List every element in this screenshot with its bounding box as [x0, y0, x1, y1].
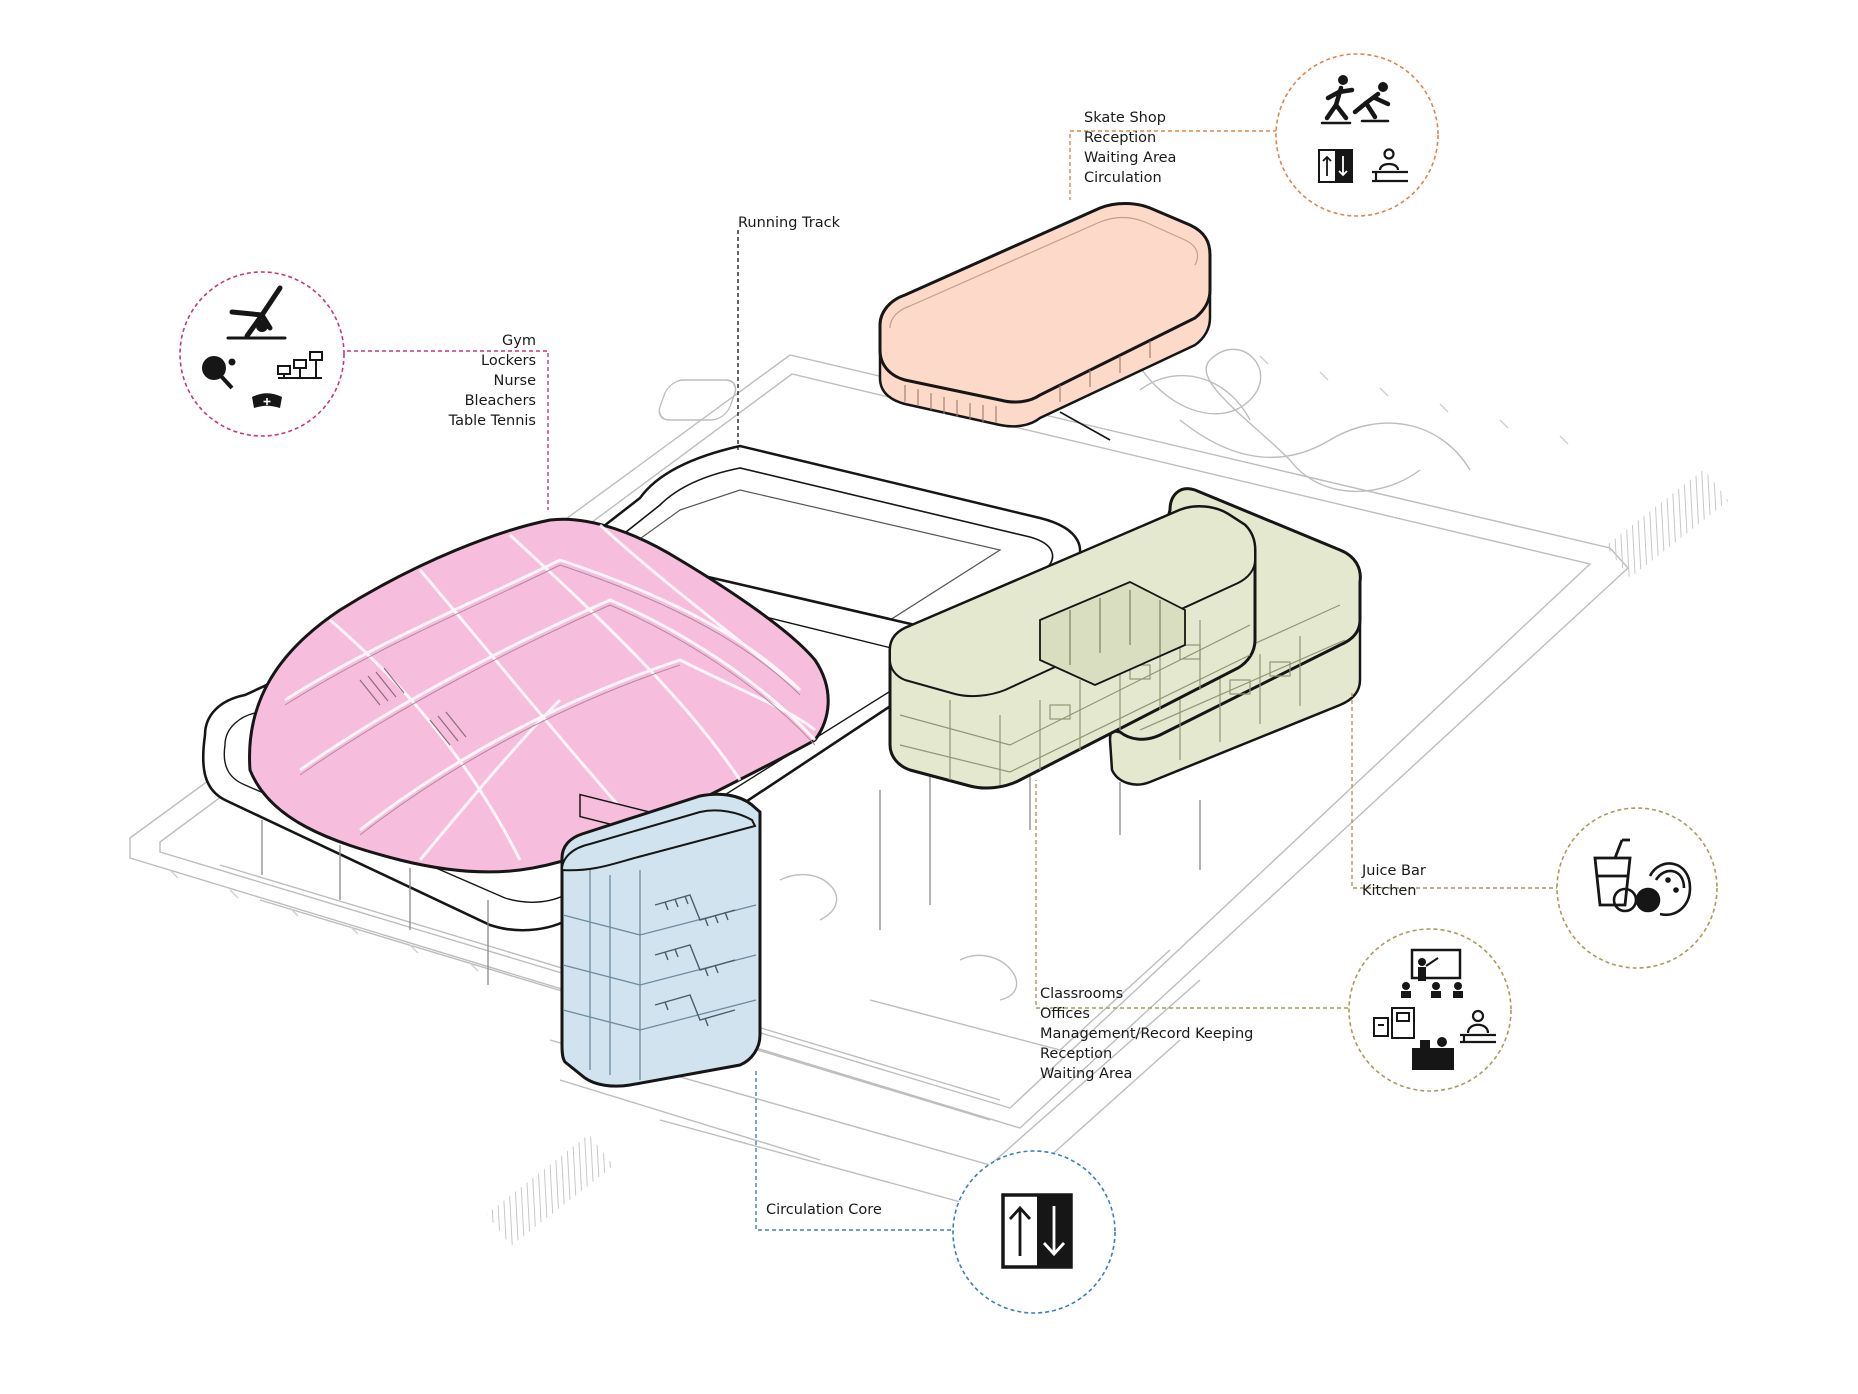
- classroom-atrium: [1039, 581, 1186, 686]
- circulation-core-label: Circulation Core: [766, 1200, 882, 1220]
- skate-icon-circle: [1275, 53, 1439, 217]
- gym-icon-circle: [179, 271, 345, 437]
- skate-shop-building: [878, 202, 1212, 441]
- gym-building: [248, 517, 830, 874]
- pool: [658, 379, 737, 421]
- gym-ribs: [284, 523, 817, 861]
- label-skate-shop: Skate Shop: [1084, 110, 1166, 126]
- label-class-waiting-area: Waiting Area: [1040, 1066, 1133, 1082]
- label-lockers: Lockers: [481, 353, 536, 369]
- classroom-labels: Classrooms Offices Management/Record Kee…: [1040, 984, 1253, 1084]
- skate-shop-labels: Skate Shop Reception Waiting Area Circul…: [1084, 108, 1176, 188]
- juice-icon-circle: [1556, 807, 1718, 969]
- running-track-label: Running Track: [738, 213, 840, 233]
- teacher-board-icon: [1401, 948, 1463, 998]
- garden-path: [1129, 348, 1421, 493]
- leader-lines: [340, 130, 1560, 1231]
- office-icon: [1373, 1007, 1415, 1039]
- label-management: Management/Record Keeping: [1040, 1026, 1254, 1042]
- classroom-building-front: [888, 505, 1257, 790]
- label-circulation-core: Circulation Core: [766, 1202, 882, 1218]
- gym-dome: [248, 517, 830, 874]
- label-classrooms: Classrooms: [1040, 986, 1124, 1002]
- gym-labels: Gym Lockers Nurse Bleachers Table Tennis: [449, 331, 536, 431]
- crosswalk-right: [1605, 469, 1729, 578]
- core-stairs: [654, 894, 736, 1027]
- label-offices: Offices: [1040, 1006, 1090, 1022]
- label-table-tennis: Table Tennis: [448, 413, 536, 429]
- label-class-reception: Reception: [1040, 1046, 1113, 1062]
- bleachers-icon: [277, 351, 323, 379]
- ping-pong-icon: [202, 356, 236, 390]
- gym-bleachers: [359, 667, 467, 746]
- core-roof: [560, 809, 757, 872]
- site-ticks: [169, 355, 1569, 972]
- fruit-icon: [1612, 887, 1661, 913]
- label-bleachers: Bleachers: [464, 393, 536, 409]
- core-body: [560, 792, 762, 1088]
- label-juice-bar: Juice Bar: [1362, 863, 1426, 879]
- label-running-track: Running Track: [738, 215, 840, 231]
- watermelon-icon: [1648, 862, 1692, 917]
- desk-worker-icon: [1412, 1037, 1454, 1070]
- label-kitchen: Kitchen: [1362, 883, 1417, 899]
- label-gym: Gym: [502, 333, 536, 349]
- core-icon-circle: [952, 1150, 1116, 1314]
- reception-desk-icon: [1372, 148, 1408, 183]
- juice-cup-icon: [1593, 838, 1632, 907]
- elevator-arrows-icon: [1001, 1193, 1073, 1269]
- label-skate-waiting-area: Waiting Area: [1084, 150, 1177, 166]
- core-leader: [755, 1070, 958, 1231]
- gym-rib-outlines: [284, 564, 816, 836]
- label-skate-reception: Reception: [1084, 130, 1157, 146]
- nurse-cap-icon: [252, 393, 282, 408]
- classroom-icon-circle: [1348, 928, 1512, 1092]
- elevator-icon: [1318, 149, 1353, 183]
- crosswalk-left: [486, 1134, 614, 1246]
- gymnast-icon: [226, 285, 287, 340]
- reception-person-icon: [1460, 1009, 1496, 1044]
- skate-fins: [904, 341, 1151, 423]
- site-inner-outline: [159, 373, 1592, 1109]
- skaters-icon: [1320, 75, 1391, 125]
- juice-leader: [1351, 690, 1560, 889]
- skate-roof: [878, 202, 1212, 404]
- label-nurse: Nurse: [493, 373, 536, 389]
- label-skate-circulation: Circulation: [1084, 170, 1162, 186]
- skate-leader: [1069, 130, 1277, 200]
- classroom-leader: [1035, 780, 1348, 1009]
- circulation-core-building: [560, 792, 762, 1088]
- juice-bar-labels: Juice Bar Kitchen: [1362, 861, 1426, 901]
